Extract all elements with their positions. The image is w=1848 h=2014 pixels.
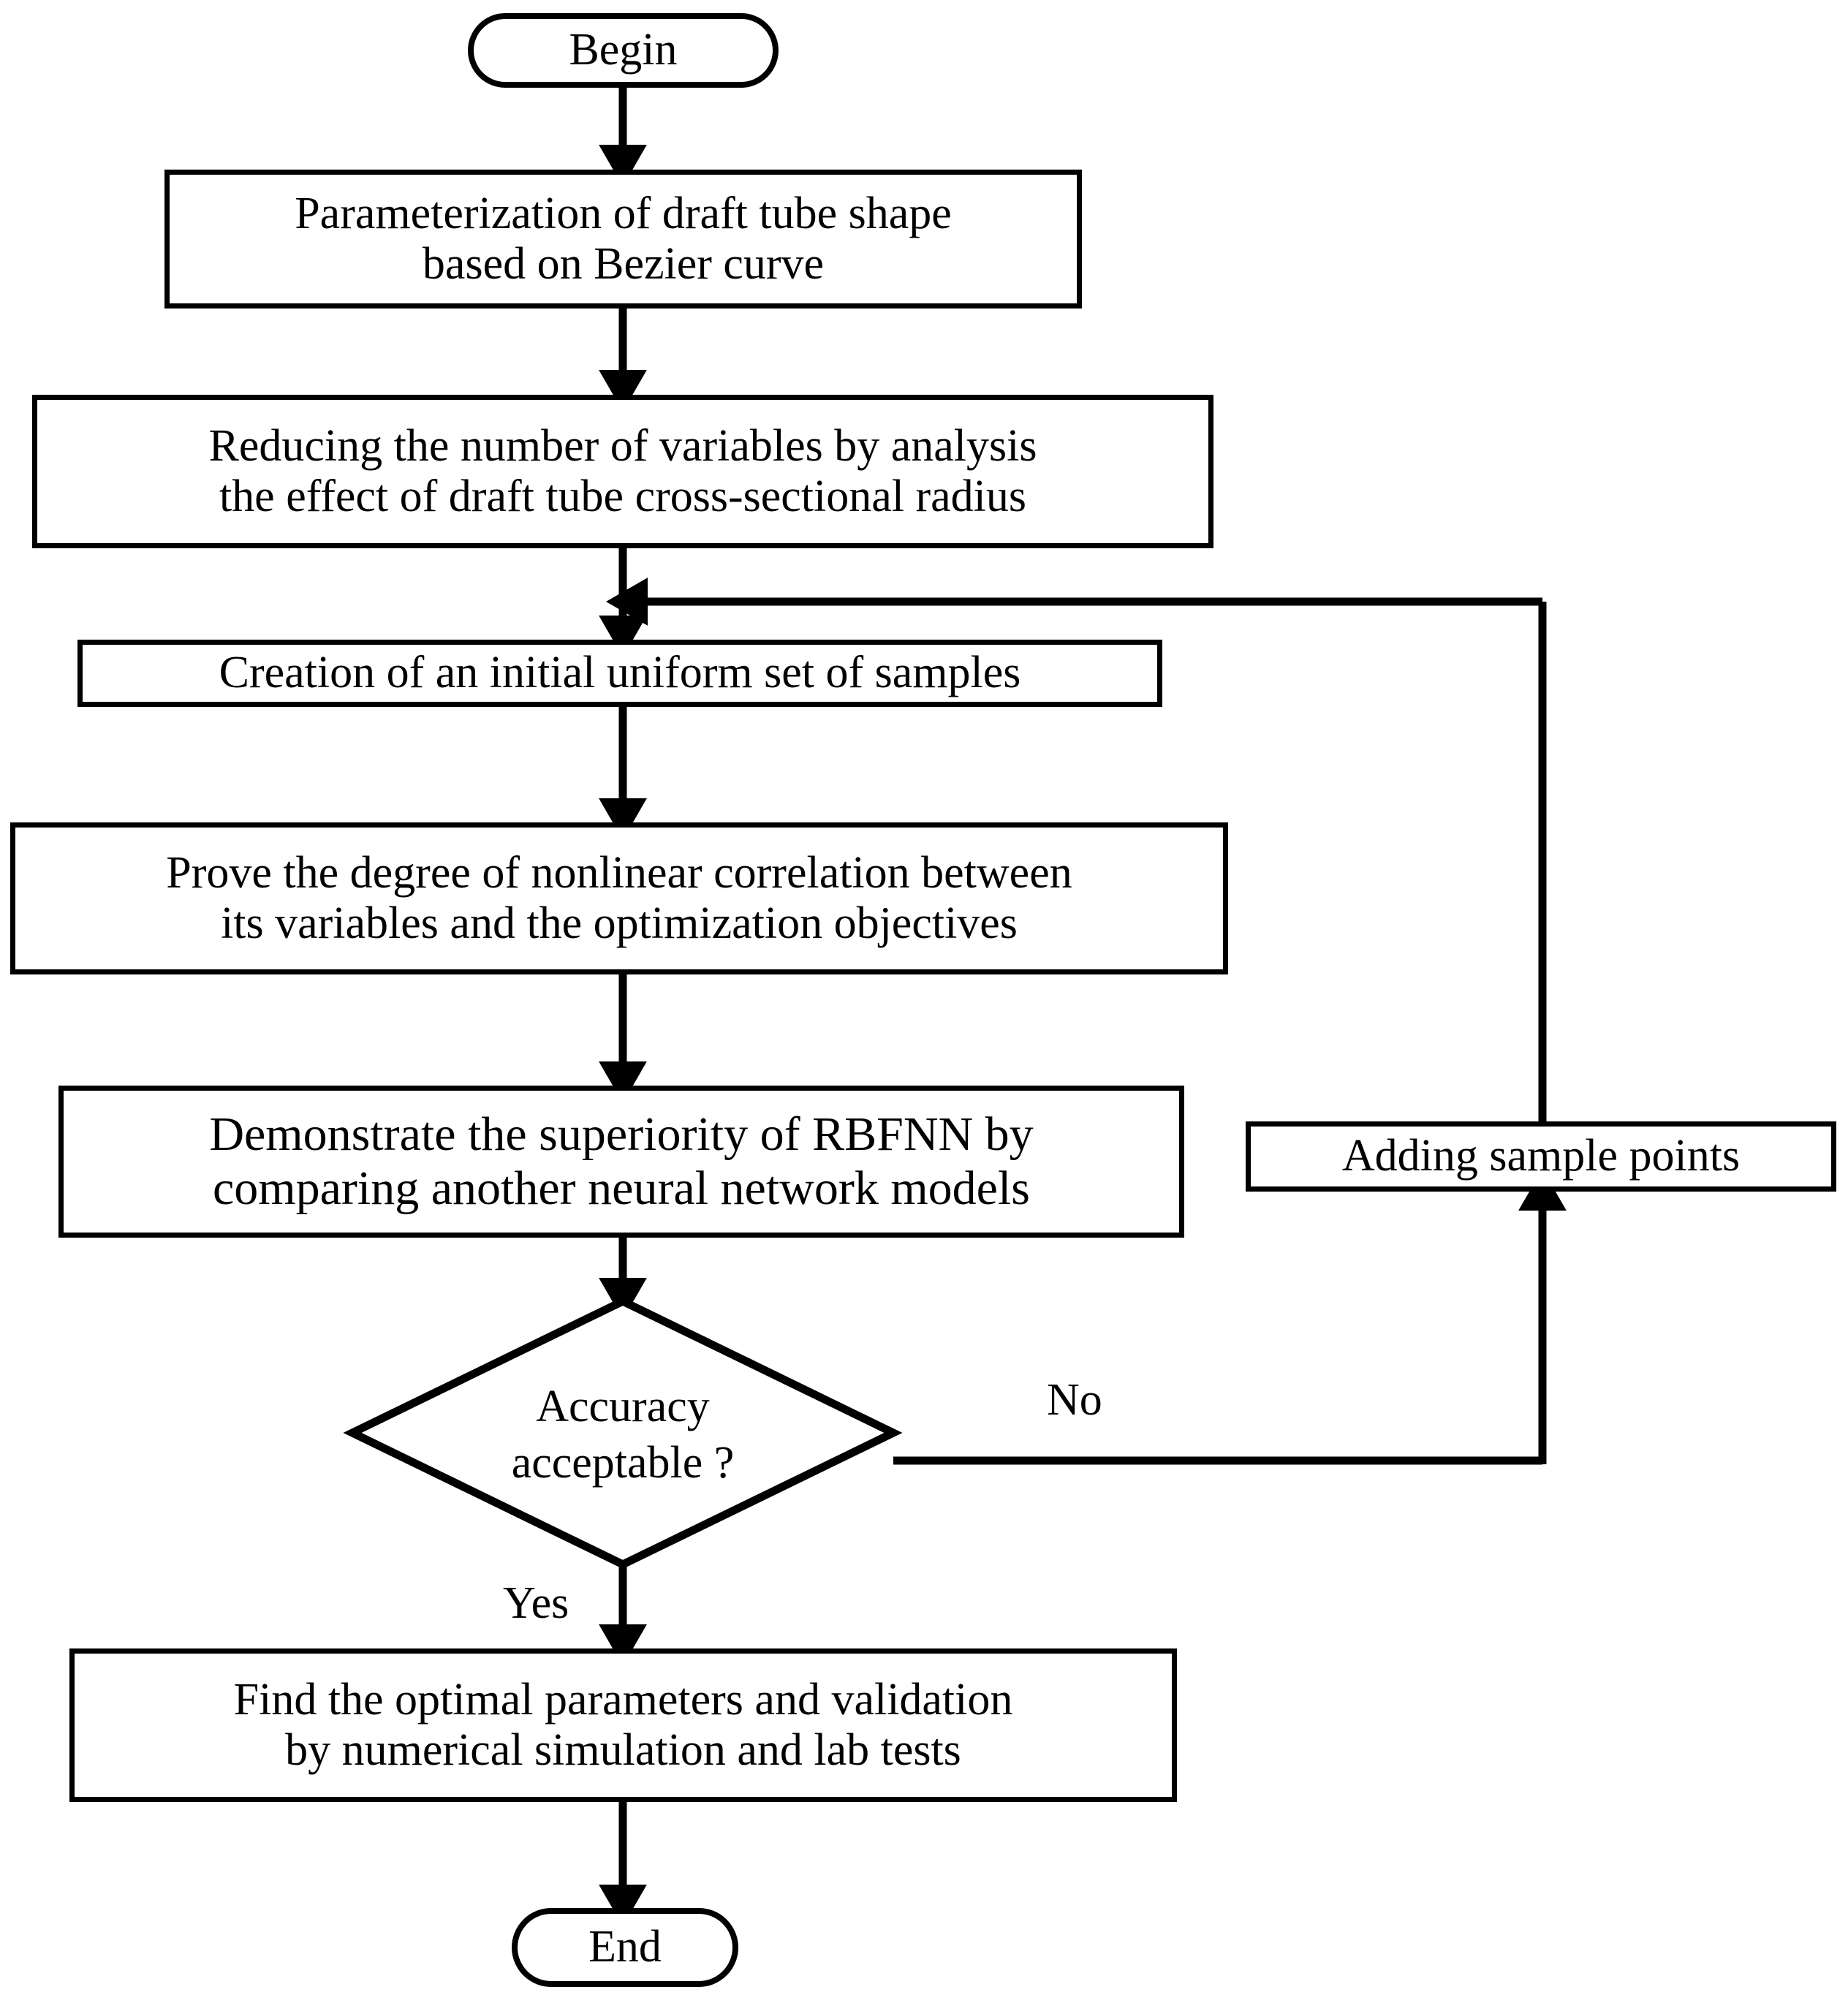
node-reducing-variables-label: Reducing the number of variables by anal… <box>208 420 1037 521</box>
node-adding-sample-points-label: Adding sample points <box>1341 1131 1741 1181</box>
edge-label-no-text: No <box>1047 1375 1102 1425</box>
node-demonstrate-rbfnn[interactable]: Demonstrate the superiority of RBFNN by … <box>58 1086 1184 1238</box>
node-begin-label: Begin <box>569 25 678 75</box>
node-end[interactable]: End <box>512 1908 738 1987</box>
edge-label-no: No <box>1047 1374 1102 1426</box>
node-find-optimal-parameters[interactable]: Find the optimal parameters and validati… <box>69 1648 1177 1802</box>
node-prove-nonlinear-correlation[interactable]: Prove the degree of nonlinear correlatio… <box>10 822 1228 974</box>
node-demonstrate-rbfnn-label: Demonstrate the superiority of RBFNN by … <box>209 1108 1034 1215</box>
node-find-optimal-parameters-label: Find the optimal parameters and validati… <box>233 1674 1013 1775</box>
node-end-label: End <box>588 1922 662 1972</box>
node-creation-initial-samples[interactable]: Creation of an initial uniform set of sa… <box>77 640 1162 707</box>
node-decision-accuracy-label: Accuracy acceptable ? <box>511 1381 735 1488</box>
edge-label-yes-text: Yes <box>503 1578 569 1628</box>
node-reducing-variables[interactable]: Reducing the number of variables by anal… <box>32 395 1213 548</box>
node-begin[interactable]: Begin <box>468 13 779 88</box>
decision-diamond-shape <box>343 1296 903 1570</box>
node-parameterization-label: Parameterization of draft tube shape bas… <box>295 188 952 289</box>
node-prove-nonlinear-correlation-label: Prove the degree of nonlinear correlatio… <box>166 847 1072 948</box>
node-adding-sample-points[interactable]: Adding sample points <box>1246 1121 1836 1192</box>
node-parameterization[interactable]: Parameterization of draft tube shape bas… <box>164 170 1082 308</box>
node-decision-accuracy[interactable]: Accuracy acceptable ? <box>404 1344 842 1526</box>
edge-label-yes: Yes <box>503 1578 569 1629</box>
node-creation-initial-samples-label: Creation of an initial uniform set of sa… <box>219 648 1021 698</box>
